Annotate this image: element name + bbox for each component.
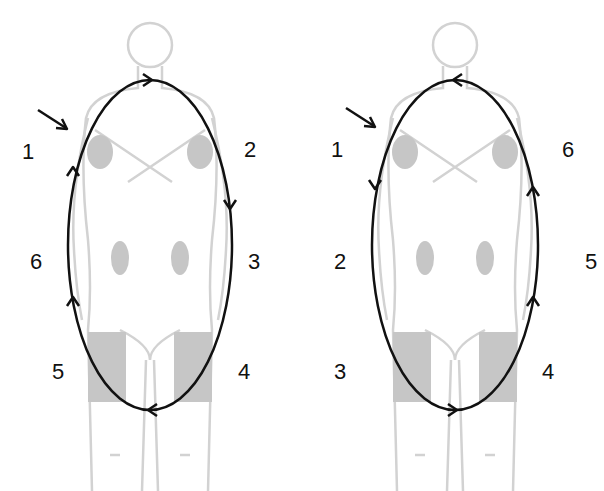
callout-number: 1: [20, 140, 36, 164]
callout-number: 6: [28, 250, 44, 274]
callout-number: 5: [50, 360, 66, 384]
callout-number: 2: [332, 250, 348, 274]
callout-number: 6: [560, 138, 576, 162]
callout-number: 3: [332, 360, 348, 384]
rotation-loop: [38, 74, 236, 416]
callout-number: 4: [540, 360, 556, 384]
callout-number: 5: [583, 250, 599, 274]
body-figure: [73, 23, 226, 491]
callout-number: 2: [242, 138, 258, 162]
rotation-loop: [346, 74, 539, 416]
body-figure: [378, 23, 531, 491]
callout-number: 3: [246, 250, 262, 274]
callout-number: 1: [329, 138, 345, 162]
callout-number: 4: [236, 360, 252, 384]
